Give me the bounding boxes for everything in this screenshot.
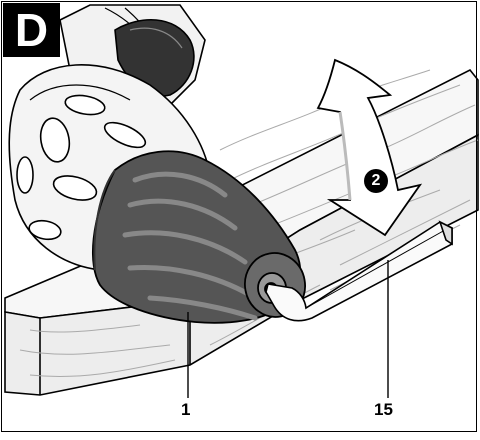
hex-key — [265, 220, 453, 322]
callout-label-chuck: 1 — [181, 400, 191, 419]
rotation-arrow — [316, 58, 423, 237]
callout-label-hex-key: 15 — [374, 400, 393, 419]
callout-lines — [187, 260, 389, 398]
panel-letter: D — [3, 3, 60, 57]
step-number-badge: 2 — [364, 169, 388, 193]
